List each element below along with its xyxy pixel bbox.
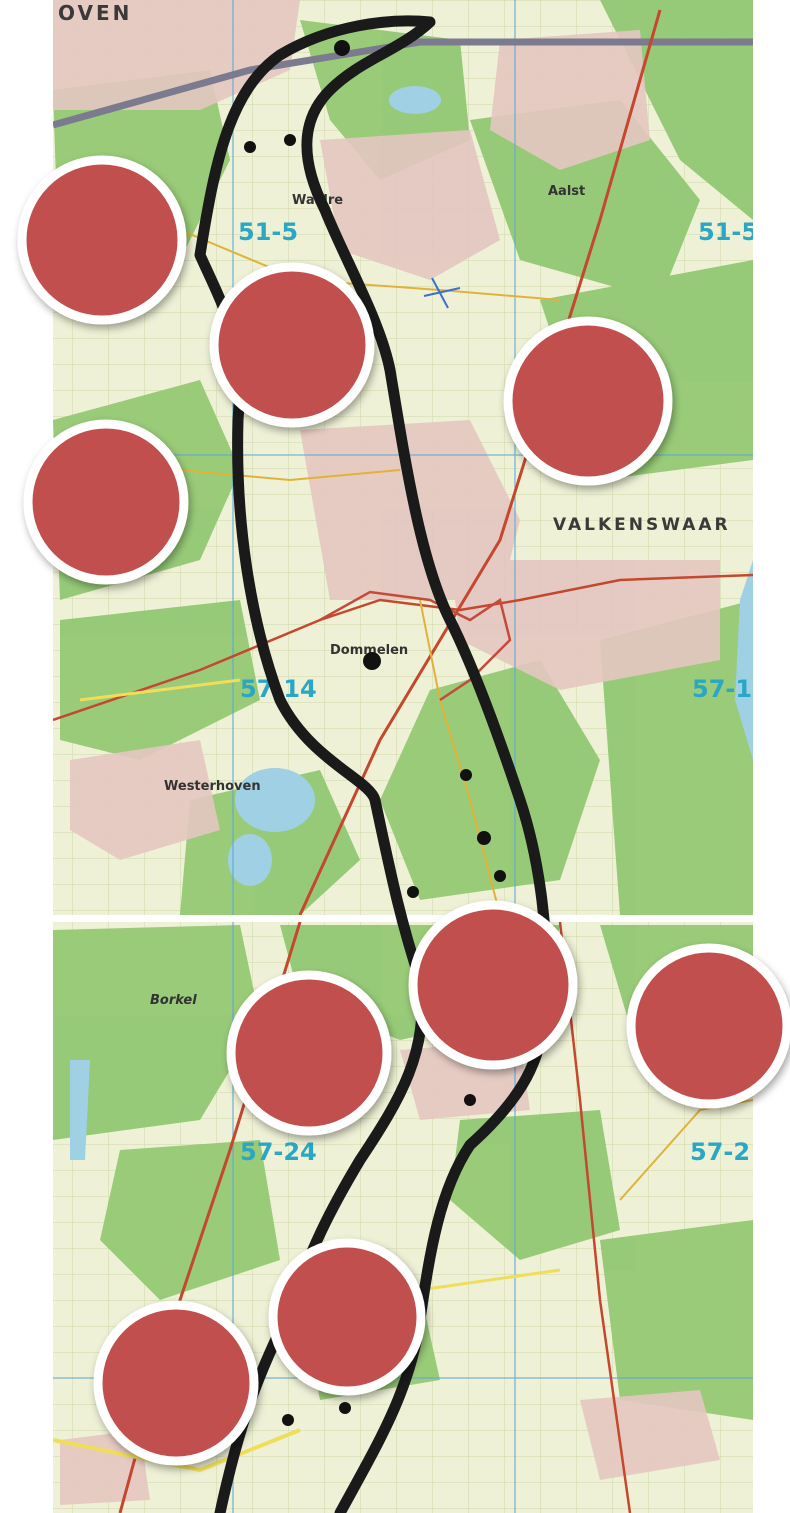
place-label: Borkel bbox=[150, 993, 197, 1008]
grid-label: 51-5 bbox=[238, 218, 298, 246]
markers bbox=[17, 155, 790, 1466]
map-marker[interactable] bbox=[17, 155, 187, 325]
map-marker[interactable] bbox=[503, 316, 673, 486]
grid-label: 51-5 bbox=[698, 218, 758, 246]
place-label: Aalst bbox=[548, 184, 585, 199]
roads bbox=[53, 9, 753, 915]
map-marker[interactable] bbox=[209, 262, 375, 428]
map-tile-top: 51-5 51-5 57-14 57-1 OVEN Waalre Aalst V… bbox=[53, 0, 758, 915]
route-points bbox=[244, 40, 506, 1426]
cross-mark-icon bbox=[423, 277, 461, 309]
water-bodies bbox=[70, 1060, 90, 1160]
map-marker[interactable] bbox=[23, 419, 189, 585]
map-marker[interactable] bbox=[226, 970, 392, 1136]
map-marker[interactable] bbox=[626, 943, 790, 1109]
grid-label: 57-2 bbox=[690, 1138, 750, 1166]
place-label: OVEN bbox=[58, 1, 132, 25]
water-bodies bbox=[228, 86, 753, 886]
tile-separator bbox=[0, 915, 790, 922]
place-label: Dommelen bbox=[330, 643, 408, 658]
map-marker[interactable] bbox=[93, 1300, 259, 1466]
map-marker[interactable] bbox=[408, 900, 578, 1070]
place-label: VALKENSWAAR bbox=[553, 515, 731, 535]
route-outline bbox=[194, 15, 552, 1513]
urban-areas bbox=[53, 0, 720, 860]
place-label: Westerhoven bbox=[164, 779, 261, 794]
grid-label: 57-24 bbox=[240, 1138, 317, 1166]
grid-label: 57-1 bbox=[692, 675, 752, 703]
map-marker[interactable] bbox=[268, 1238, 426, 1396]
